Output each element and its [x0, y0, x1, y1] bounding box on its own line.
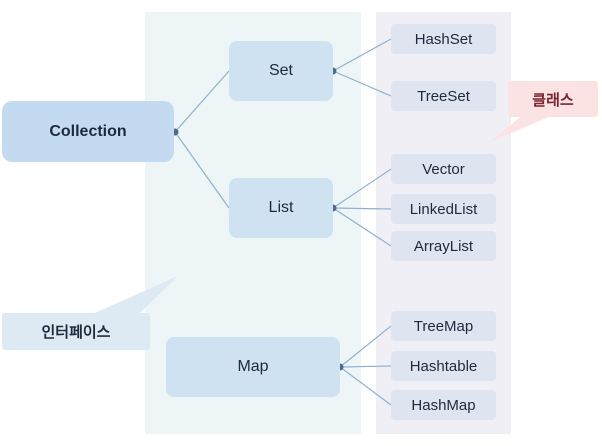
hashmap-label: HashMap	[411, 396, 476, 414]
edge-map-treemap	[339, 325, 392, 368]
set-node: Set	[229, 41, 333, 101]
class-callout-tail	[490, 114, 556, 142]
interface-callout: 인터페이스	[2, 313, 150, 350]
treemap-node: TreeMap	[391, 311, 496, 341]
edge-set-treeset	[332, 70, 392, 97]
hashmap-node: HashMap	[391, 390, 496, 420]
edge-set-hashset	[332, 38, 392, 72]
interface-callout-text: 인터페이스	[41, 324, 111, 341]
edge-list-arraylist	[332, 207, 392, 247]
treeset-node: TreeSet	[391, 81, 496, 111]
vector-node: Vector	[391, 154, 496, 184]
class-callout: 클래스	[508, 81, 598, 117]
vector-label: Vector	[422, 160, 465, 178]
hashset-label: HashSet	[414, 30, 473, 48]
linkedlist-node: LinkedList	[391, 194, 496, 224]
edge-collection-set	[174, 70, 230, 133]
edge-list-vector	[332, 168, 392, 209]
collection-label: Collection	[49, 122, 127, 140]
edge-collection-list	[174, 131, 230, 209]
map-label: Map	[237, 358, 269, 375]
edge-list-linkedlist	[332, 207, 392, 210]
interface-callout-tail	[95, 276, 178, 313]
arraylist-node: ArrayList	[391, 231, 496, 261]
hashtable-label: Hashtable	[409, 357, 478, 375]
list-label: List	[268, 199, 294, 216]
edge-map-hashmap	[339, 366, 392, 406]
class-callout-text: 클래스	[532, 91, 574, 109]
hashset-node: HashSet	[391, 24, 496, 54]
collection-node: Collection	[2, 101, 174, 162]
treeset-label: TreeSet	[417, 87, 470, 105]
arraylist-label: ArrayList	[413, 237, 474, 255]
map-node: Map	[166, 337, 340, 397]
linkedlist-label: LinkedList	[409, 200, 478, 218]
edge-map-hashtable	[339, 365, 392, 368]
treemap-label: TreeMap	[413, 317, 474, 335]
set-label: Set	[268, 62, 293, 79]
hashtable-node: Hashtable	[391, 351, 496, 381]
list-node: List	[229, 178, 333, 238]
